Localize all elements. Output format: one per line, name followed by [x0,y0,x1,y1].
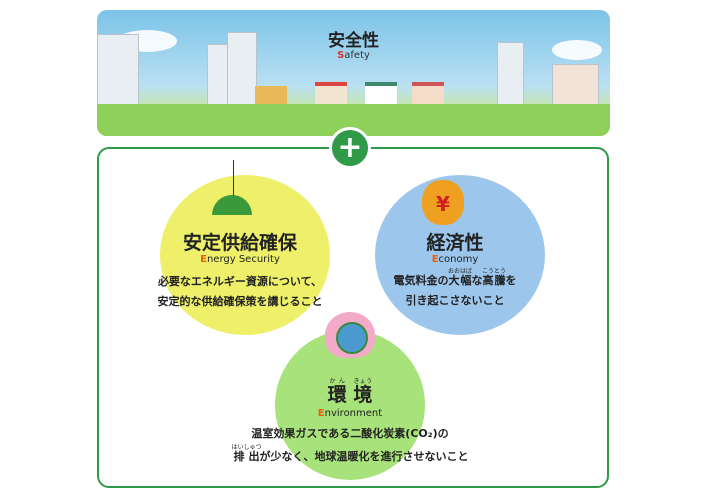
house [412,82,444,108]
safety-banner: 安全性 Safety [97,10,610,136]
safety-title: 安全性 [328,31,379,51]
economy-subtitle: Economy [431,254,479,265]
money-bag-icon: ¥ [422,180,464,225]
environment-description: 温室効果ガスである二酸化炭素(CO₂)の 排出はいしゅつが少なく、地球温暖化を進… [231,427,469,463]
lamp-icon [212,195,252,215]
cloud-icon [552,40,602,60]
safety-subtitle: Safety [337,50,370,61]
earth-icon [336,322,368,354]
building [552,64,599,106]
environment-title: 環かん 境きょう [327,378,373,406]
house [255,86,287,108]
lamp-cord [233,160,234,196]
building [97,34,139,106]
energy-subtitle: Energy Security [200,254,280,265]
economy-description: 電気料金の大幅おおはばな高騰こうとうを 引き起こさないこと [393,268,517,307]
environment-subtitle: Environment [317,408,383,419]
energy-title: 安定供給確保 [182,232,297,254]
building [227,32,257,106]
house [365,82,397,108]
house [315,82,347,108]
plus-icon: + [329,127,371,169]
economy-title: 経済性 [426,232,484,254]
energy-description: 必要なエネルギー資源について、安定的な供給確保策を講じること [157,275,323,308]
